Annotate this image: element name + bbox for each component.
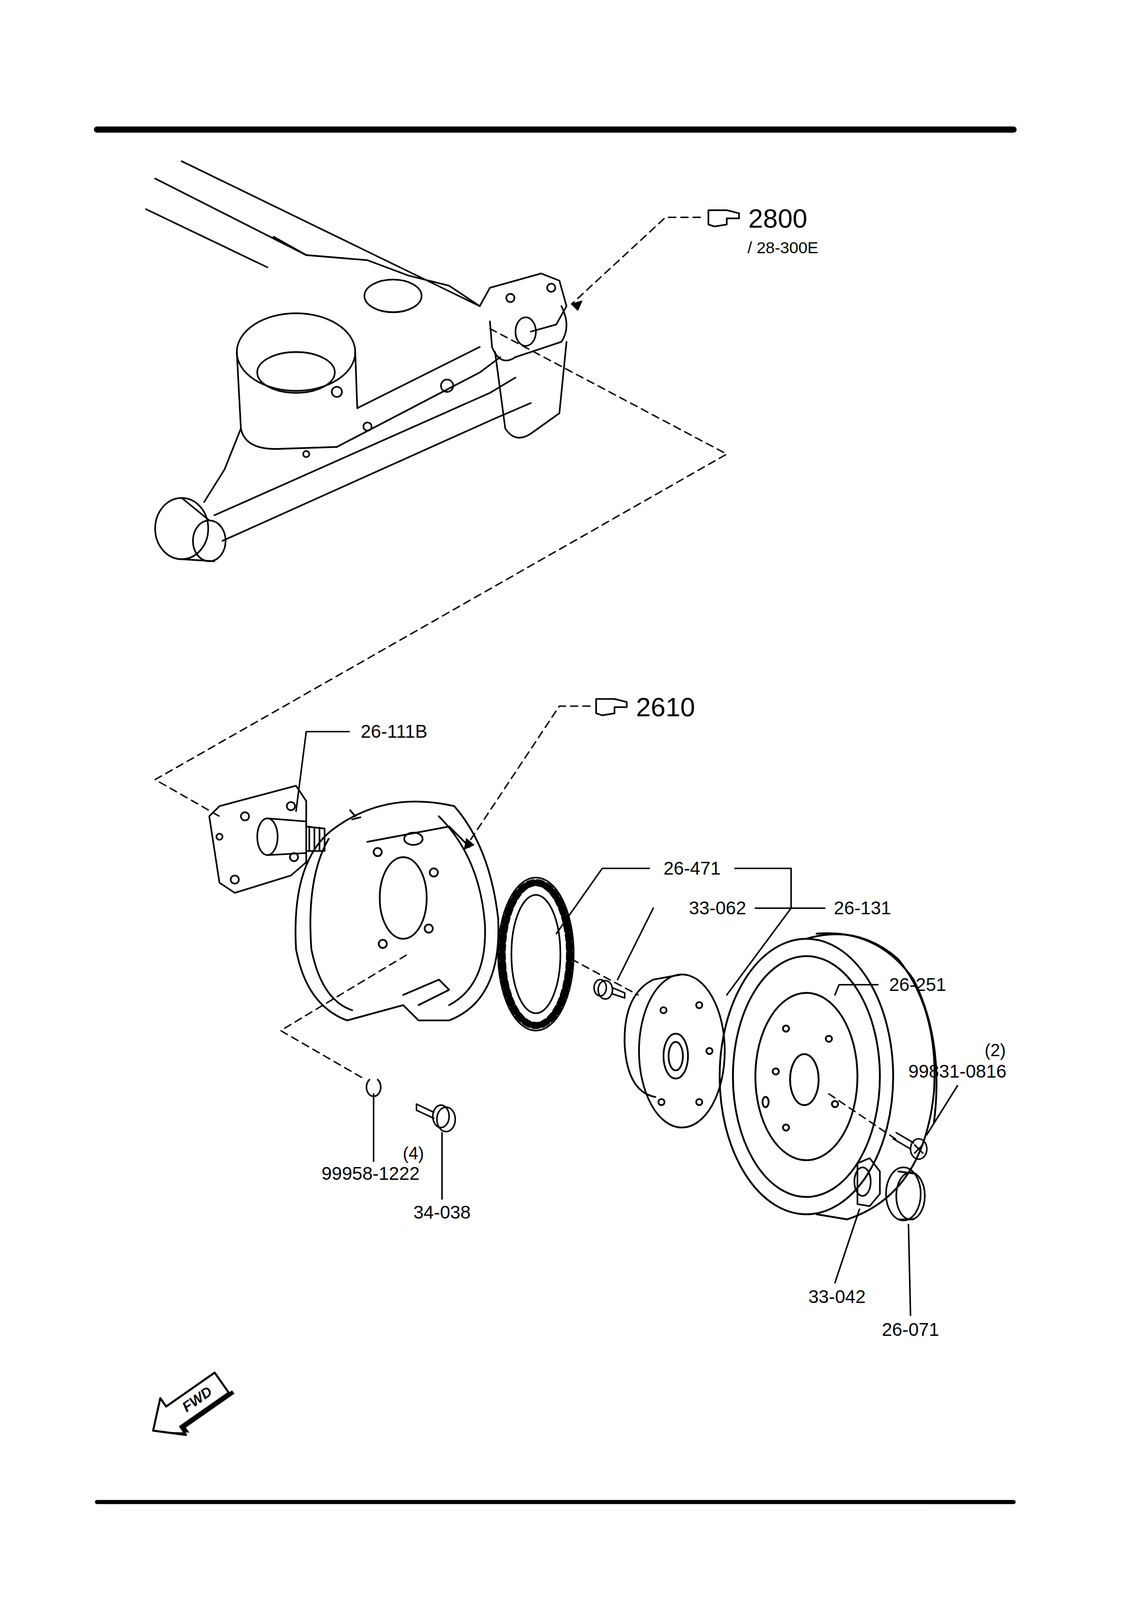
- callout-number: 33-062: [689, 899, 747, 918]
- callout-number: (2): [984, 1041, 1006, 1059]
- callout-number: / 28-300E: [747, 240, 819, 257]
- callout-number: 2610: [635, 694, 695, 721]
- callout-number: 2800: [748, 205, 807, 232]
- callout-number: 99958-1222: [321, 1164, 420, 1184]
- callout-number: (4): [403, 1144, 425, 1163]
- callout-number: 99831-0816: [908, 1062, 1007, 1081]
- callout-number: 26-131: [833, 899, 891, 918]
- callout-number: 33-042: [808, 1288, 866, 1307]
- callout-number: 26-251: [889, 975, 947, 995]
- callout-number: 26-111B: [360, 722, 428, 742]
- callout-number: 26-071: [881, 1320, 939, 1340]
- callout-number: 34-038: [413, 1203, 471, 1222]
- callout-number: 26-471: [663, 859, 721, 878]
